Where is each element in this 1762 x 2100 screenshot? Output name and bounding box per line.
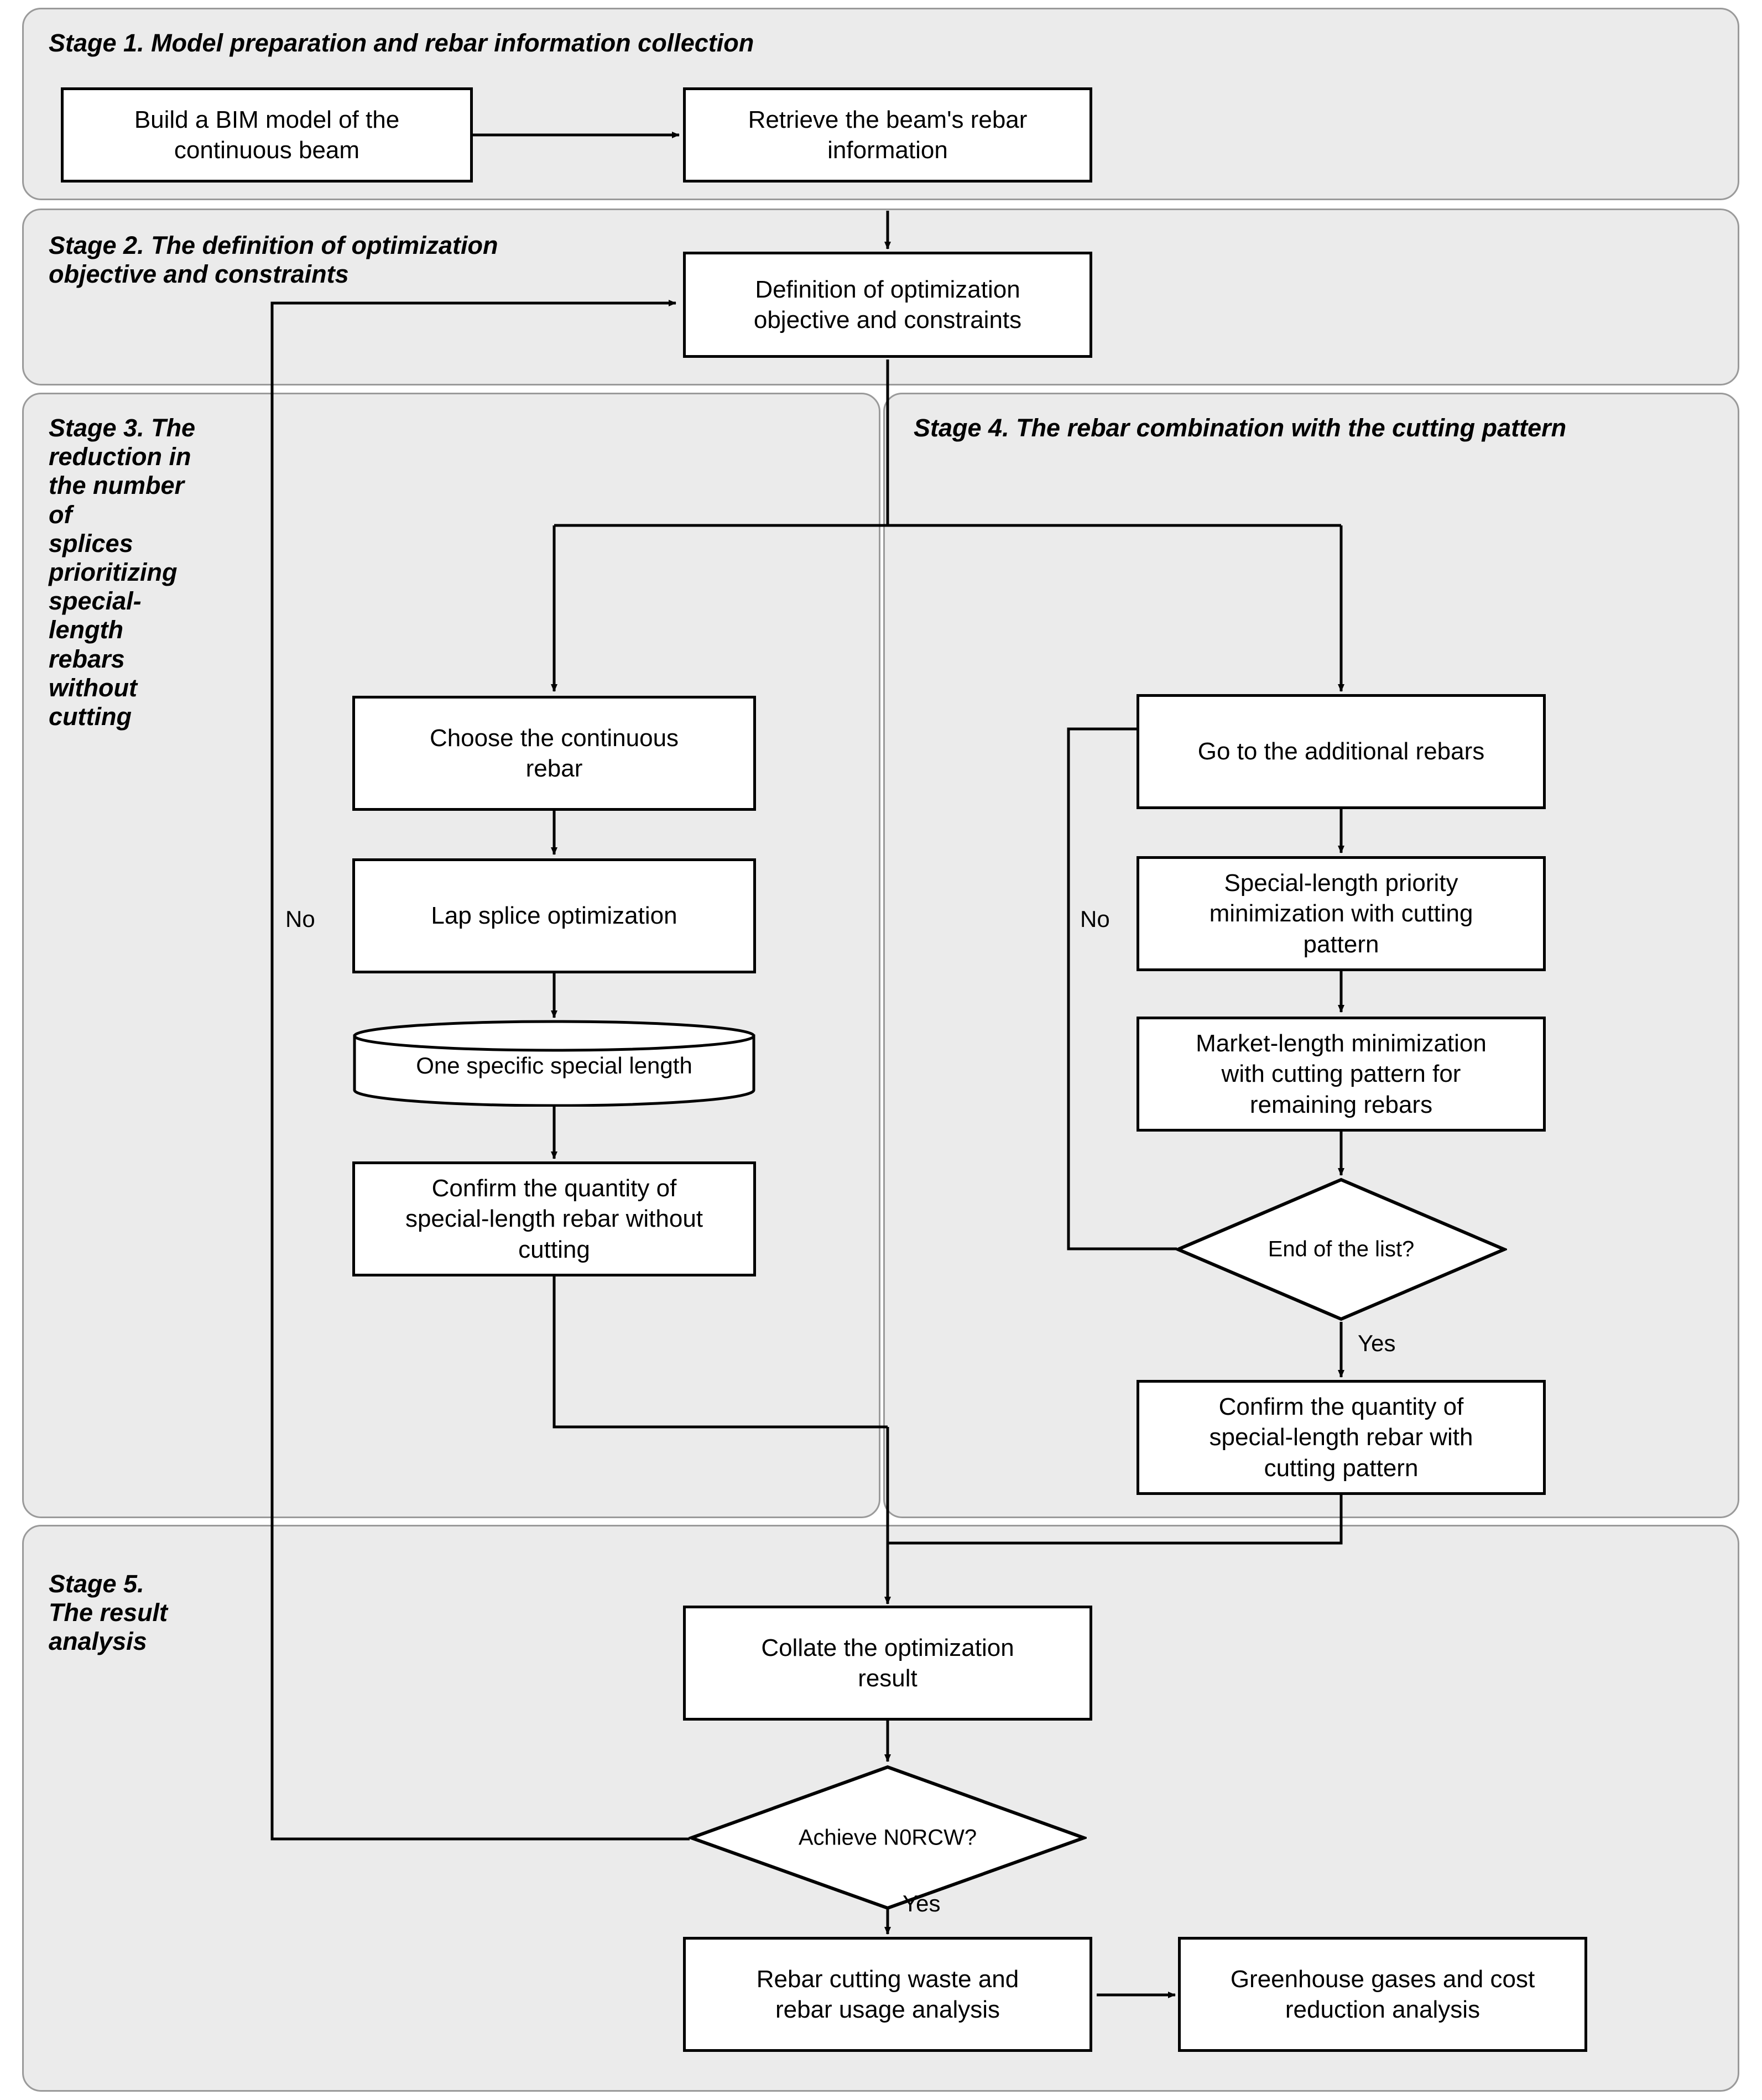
- stage-3-label: Stage 3. The reduction in the number of …: [49, 414, 196, 731]
- node-end-of-list-label: End of the list?: [1268, 1237, 1415, 1262]
- edge-label-stage4-no: No: [1080, 906, 1110, 932]
- node-choose-continuous-rebar[interactable]: Choose the continuous rebar: [352, 696, 756, 811]
- stage-2-label: Stage 2. The definition of optimization …: [49, 231, 498, 289]
- node-retrieve-rebar[interactable]: Retrieve the beam's rebar information: [683, 87, 1092, 183]
- node-one-specific-special-length[interactable]: One specific special length: [352, 1019, 756, 1107]
- stage-4-label: Stage 4. The rebar combination with the …: [914, 414, 1567, 442]
- node-confirm-quantity-without-cutting[interactable]: Confirm the quantity of special-length r…: [352, 1161, 756, 1276]
- stage-1-label: Stage 1. Model preparation and rebar inf…: [49, 29, 754, 57]
- edge-label-achieve-yes: Yes: [903, 1890, 941, 1916]
- node-achieve-norcw-decision[interactable]: Achieve N0RCW?: [689, 1764, 1087, 1911]
- node-build-bim[interactable]: Build a BIM model of the continuous beam: [61, 87, 473, 183]
- node-market-length-minimization[interactable]: Market-length minimization with cutting …: [1137, 1017, 1546, 1132]
- edge-label-stage3-no: No: [285, 906, 315, 932]
- node-achieve-norcw-label: Achieve N0RCW?: [798, 1825, 977, 1849]
- node-special-length-priority-minimization[interactable]: Special-length priority minimization wit…: [1137, 856, 1546, 971]
- node-rebar-cutting-waste-analysis[interactable]: Rebar cutting waste and rebar usage anal…: [683, 1937, 1092, 2052]
- node-ghg-cost-reduction-analysis[interactable]: Greenhouse gases and cost reduction anal…: [1178, 1937, 1587, 2052]
- node-one-specific-special-length-label: One specific special length: [416, 1052, 692, 1078]
- node-collate-optimization-result[interactable]: Collate the optimization result: [683, 1606, 1092, 1721]
- edge-label-end-of-list-yes: Yes: [1358, 1330, 1396, 1356]
- node-confirm-quantity-with-cutting[interactable]: Confirm the quantity of special-length r…: [1137, 1380, 1546, 1495]
- node-definition-objective-constraints[interactable]: Definition of optimization objective and…: [683, 252, 1092, 358]
- node-go-to-additional-rebars[interactable]: Go to the additional rebars: [1137, 694, 1546, 809]
- node-lap-splice-optimization[interactable]: Lap splice optimization: [352, 858, 756, 973]
- stage-5-label: Stage 5. The result analysis: [49, 1570, 168, 1656]
- node-end-of-list-decision[interactable]: End of the list?: [1175, 1177, 1507, 1322]
